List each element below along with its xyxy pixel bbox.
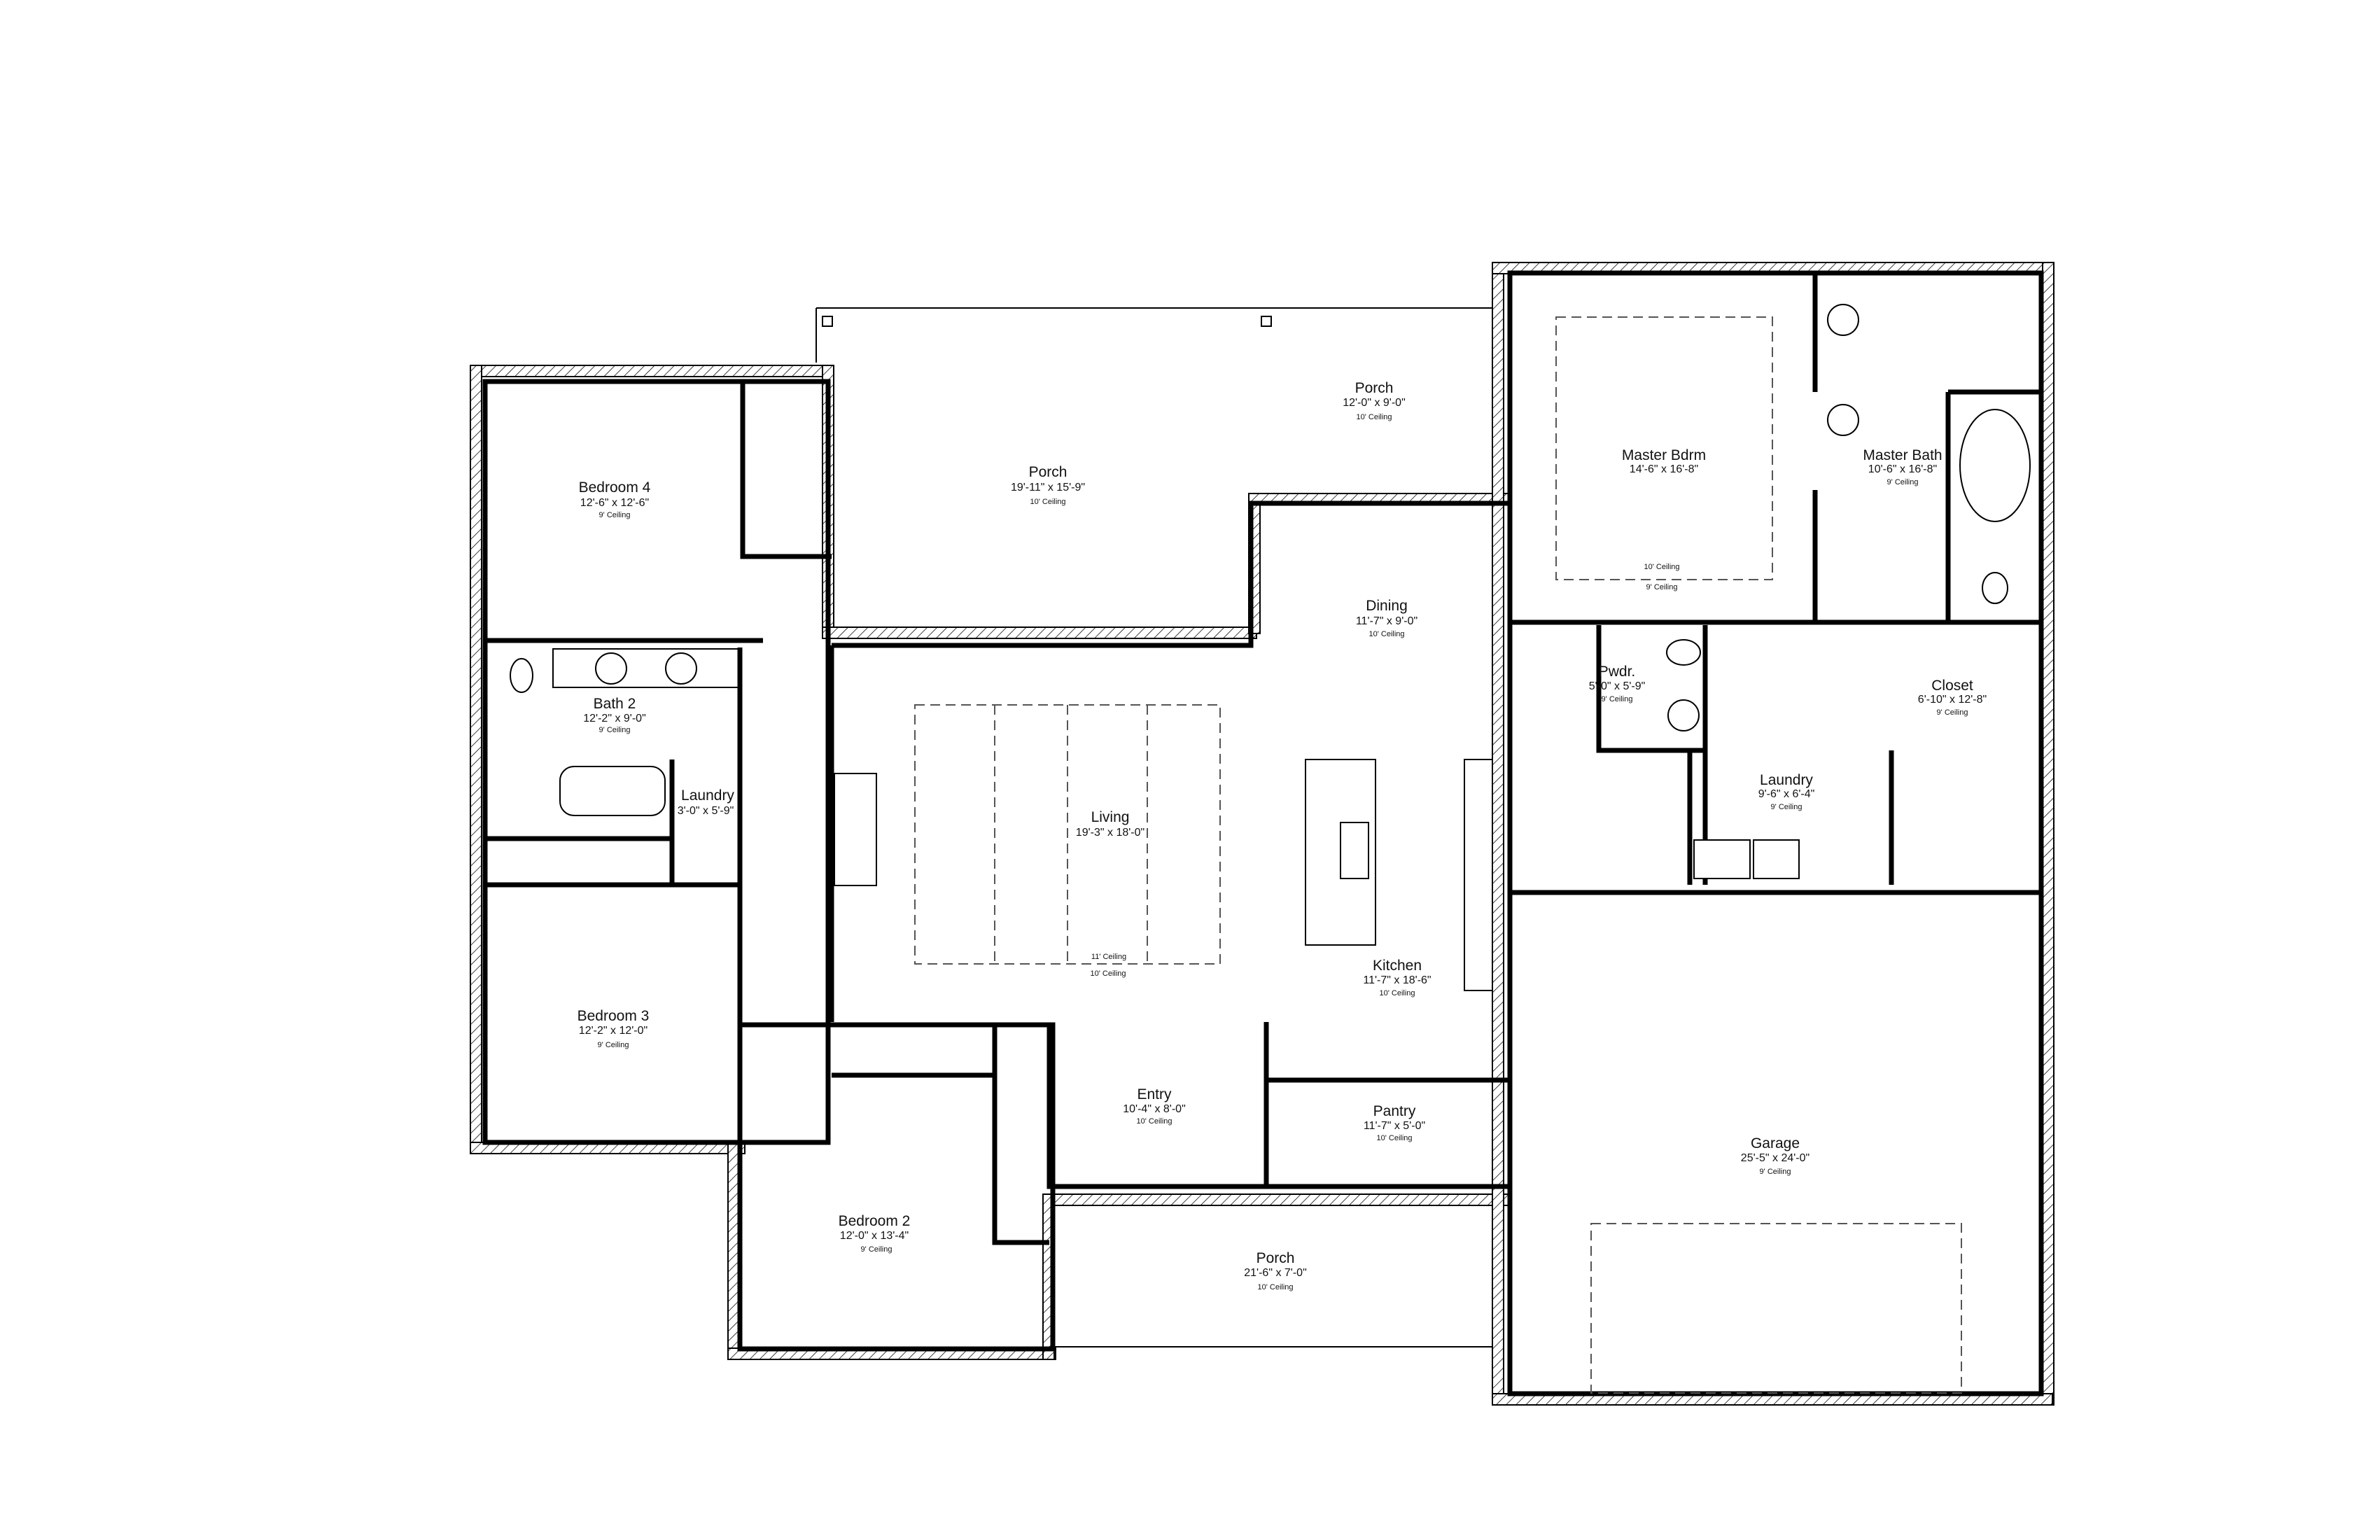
soaking-tub	[1959, 409, 2031, 522]
kitchen-sink	[1340, 822, 1369, 879]
room-name: Bedroom 2	[839, 1213, 911, 1229]
room-name: Bedroom 4	[579, 479, 651, 496]
room-name: Porch	[1029, 464, 1068, 480]
room-living: Living 19'-3" x 18'-0" 11' Ceiling 10' C…	[1076, 809, 1144, 978]
vanity	[552, 648, 739, 688]
room-labels: Bedroom 4 12'-6" x 12'-6" 9' Ceiling Por…	[578, 380, 1987, 1292]
room-name: Master Bdrm	[1622, 447, 1706, 463]
room-dimensions: 6'-10" x 12'-8"	[1918, 694, 1987, 706]
room-ceiling: 9' Ceiling	[1771, 803, 1802, 811]
room-name: Dining	[1366, 598, 1408, 614]
room-ceiling: 10' Ceiling	[1356, 413, 1392, 421]
room-name: Living	[1091, 809, 1130, 825]
kitchen-counter	[1464, 759, 1493, 991]
room-dimensions: 19'-11" x 15'-9"	[1011, 482, 1085, 493]
room-name: Bedroom 3	[578, 1008, 650, 1024]
room-entry: Entry 10'-4" x 8'-0" 10' Ceiling	[1123, 1086, 1186, 1126]
room-dimensions: 12'-6" x 12'-6"	[580, 497, 649, 509]
room-pantry: Pantry 11'-7" x 5'-0" 10' Ceiling	[1364, 1103, 1425, 1142]
room-ceiling: 9' Ceiling	[1646, 583, 1678, 592]
sink-icon	[595, 652, 627, 685]
room-name: Porch	[1355, 380, 1394, 396]
room-name: Laundry	[681, 788, 734, 804]
room-ceiling: 10' Ceiling	[1030, 498, 1065, 506]
dryer	[1753, 839, 1800, 879]
room-dimensions: 10'-6" x 16'-8"	[1868, 463, 1937, 475]
room-ceiling: 9' Ceiling	[1760, 1168, 1791, 1176]
room-laundry: Laundry 9'-6" x 6'-4" 9' Ceiling	[1758, 772, 1815, 811]
sink-icon	[665, 652, 697, 685]
toilet-icon	[1982, 572, 2008, 604]
room-ceiling: 9' Ceiling	[1937, 708, 1968, 717]
room-laundry-small: Laundry 3'-0" x 5'-9"	[678, 788, 735, 817]
room-dimensions: 5'-0" x 5'-9"	[1589, 680, 1646, 692]
room-ceiling: 9' Ceiling	[598, 1041, 629, 1049]
room-master-bdrm: Master Bdrm 14'-6" x 16'-8" 10' Ceiling …	[1622, 447, 1706, 592]
room-bedroom3: Bedroom 3 12'-2" x 12'-0" 9' Ceiling	[578, 1008, 650, 1049]
room-ceiling: 10' Ceiling	[1368, 630, 1404, 638]
room-kitchen: Kitchen 11'-7" x 18'-6" 10' Ceiling	[1363, 958, 1431, 997]
bathtub	[559, 766, 666, 816]
sink-icon	[1827, 404, 1859, 436]
room-ceiling: 9' Ceiling	[1602, 695, 1633, 704]
room-ceiling: 9' Ceiling	[599, 511, 631, 519]
room-dimensions: 21'-6" x 7'-0"	[1244, 1267, 1307, 1279]
room-name: Closet	[1931, 678, 1973, 694]
room-dimensions: 14'-6" x 16'-8"	[1630, 463, 1698, 475]
room-pwdr: Pwdr. 5'-0" x 5'-9" 9' Ceiling	[1589, 664, 1646, 704]
toilet-icon	[510, 658, 533, 693]
room-bath2: Bath 2 12'-2" x 9'-0" 9' Ceiling	[583, 696, 646, 734]
room-dimensions: 11'-7" x 18'-6"	[1363, 974, 1431, 986]
room-porch-front: Porch 21'-6" x 7'-0" 10' Ceiling	[1244, 1250, 1307, 1292]
room-dimensions: 11'-7" x 9'-0"	[1356, 615, 1418, 627]
room-dimensions: 12'-0" x 13'-4"	[840, 1230, 909, 1242]
room-ceiling: 10' Ceiling	[1257, 1283, 1293, 1292]
room-dimensions: 12'-0" x 9'-0"	[1343, 397, 1406, 409]
room-ceiling: 9' Ceiling	[861, 1245, 892, 1254]
room-ceiling: 9' Ceiling	[599, 726, 631, 734]
room-ceiling: 10' Ceiling	[1136, 1117, 1172, 1126]
room-ceiling: 9' Ceiling	[1887, 478, 1919, 486]
exterior-walls	[470, 262, 2054, 1406]
room-name: Pwdr.	[1599, 664, 1636, 680]
room-name: Garage	[1751, 1135, 1800, 1152]
washer	[1693, 839, 1751, 879]
room-dimensions: 3'-0" x 5'-9"	[678, 805, 734, 817]
room-name: Pantry	[1373, 1103, 1416, 1119]
room-dimensions: 11'-7" x 5'-0"	[1364, 1120, 1425, 1132]
sink-icon	[1667, 699, 1700, 732]
interior-walls	[482, 270, 2044, 1396]
room-ceiling-inner: 10' Ceiling	[1644, 563, 1679, 571]
room-bedroom2: Bedroom 2 12'-0" x 13'-4" 9' Ceiling	[839, 1213, 911, 1254]
toilet-icon	[1666, 639, 1701, 666]
sink-icon	[1827, 304, 1859, 336]
room-closet: Closet 6'-10" x 12'-8" 9' Ceiling	[1918, 678, 1987, 717]
room-name: Kitchen	[1373, 958, 1422, 974]
room-dimensions: 25'-5" x 24'-0"	[1741, 1152, 1809, 1164]
room-dimensions: 19'-3" x 18'-0"	[1076, 827, 1144, 839]
room-dimensions: 12'-2" x 9'-0"	[583, 713, 646, 724]
room-dimensions: 9'-6" x 6'-4"	[1758, 788, 1815, 800]
room-bedroom4: Bedroom 4 12'-6" x 12'-6" 9' Ceiling	[579, 479, 651, 519]
room-porch-rear: Porch 19'-11" x 15'-9" 10' Ceiling	[1011, 464, 1085, 506]
room-ceiling-inner: 11' Ceiling	[1091, 953, 1126, 961]
room-master-bath: Master Bath 10'-6" x 16'-8" 9' Ceiling	[1863, 447, 1942, 486]
room-dimensions: 10'-4" x 8'-0"	[1123, 1103, 1186, 1115]
room-porch-side: Porch 12'-0" x 9'-0" 10' Ceiling	[1343, 380, 1406, 421]
room-dimensions: 12'-2" x 12'-0"	[579, 1025, 648, 1037]
room-name: Bath 2	[594, 696, 636, 712]
room-garage: Garage 25'-5" x 24'-0" 9' Ceiling	[1741, 1135, 1809, 1176]
room-ceiling: 10' Ceiling	[1090, 969, 1126, 978]
fixtures	[510, 304, 2031, 1394]
room-name: Master Bath	[1863, 447, 1942, 463]
room-ceiling: 10' Ceiling	[1376, 1134, 1412, 1142]
room-dining: Dining 11'-7" x 9'-0" 10' Ceiling	[1356, 598, 1418, 638]
room-name: Porch	[1256, 1250, 1295, 1266]
room-name: Entry	[1137, 1086, 1172, 1102]
room-name: Laundry	[1760, 772, 1813, 788]
fireplace	[834, 773, 877, 886]
room-ceiling: 10' Ceiling	[1379, 989, 1415, 997]
